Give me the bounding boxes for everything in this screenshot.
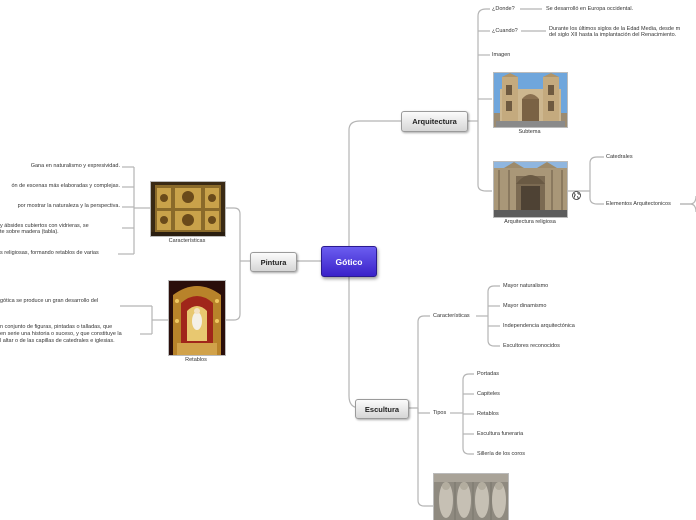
tipo-retablos[interactable]: Retablos <box>477 411 499 417</box>
escultura-image[interactable] <box>433 473 509 520</box>
retablos-item-2-line2: en serie una historia o suceso, y que co… <box>0 331 122 337</box>
escultura-caract-1[interactable]: Mayor naturalismo <box>503 283 549 289</box>
retablos-item-2-line1[interactable]: n conjunto de figuras, pintadas o tallad… <box>0 324 113 330</box>
retablos-item-1[interactable]: gótica se produce un gran desarrollo del <box>0 298 99 304</box>
pintura-caracteristicas-caption: Características <box>168 238 206 244</box>
pintura-item-1[interactable]: Gana en naturalismo y expresividad. <box>30 163 120 169</box>
pintura-caracteristicas-image[interactable] <box>150 181 226 237</box>
tipo-silleria-coros[interactable]: Sillería de los coros <box>477 451 525 457</box>
subtema-cathedral-image[interactable] <box>493 72 568 128</box>
tipo-capiteles[interactable]: Capiteles <box>477 391 500 397</box>
subtema-caption: Subtema <box>518 129 541 135</box>
central-topic-gotico[interactable]: Gótico <box>321 246 377 277</box>
topic-arquitectura[interactable]: Arquitectura <box>401 111 468 132</box>
escultura-tipos-label[interactable]: Tipos <box>433 410 447 416</box>
escultura-caract-4[interactable]: Escultores reconocidos <box>503 343 560 349</box>
elementos-arquitectonicos-label[interactable]: Elementos Arquitectonicos <box>606 201 671 207</box>
cuando-label[interactable]: ¿Cuando? <box>492 28 518 34</box>
tipo-portadas[interactable]: Portadas <box>477 371 500 377</box>
topic-pintura[interactable]: Pintura <box>250 252 297 272</box>
topic-escultura[interactable]: Escultura <box>355 399 409 419</box>
arquitectura-religiosa-caption: Arquitectura religiosa <box>504 219 556 225</box>
tipo-escultura-funeraria[interactable]: Escultura funeraria <box>477 431 524 437</box>
globe-icon[interactable] <box>572 187 581 200</box>
pintura-item-3[interactable]: por mostrar la naturaleza y la perspecti… <box>17 203 120 209</box>
escultura-caract-2[interactable]: Mayor dinamismo <box>503 303 547 309</box>
pintura-item-5[interactable]: s religiosas, formando retablos de varia… <box>0 250 99 256</box>
cuando-text-line2: del siglo XII hasta la implantación del … <box>549 32 677 38</box>
imagen-label[interactable]: Imagen <box>492 52 511 58</box>
pintura-item-4-line1[interactable]: y ábsides cubiertos con vidrieras, se <box>0 223 89 229</box>
cuando-text-line1[interactable]: Durante los últimos siglos de la Edad Me… <box>549 26 681 32</box>
escultura-caract-3[interactable]: Independencia arquitectónica <box>503 323 575 329</box>
pintura-item-2[interactable]: ón de escenas más elaboradas y complejas… <box>11 183 120 189</box>
pintura-item-4-line2: te sobre madera (tabla). <box>0 229 59 235</box>
retablos-caption: Retablos <box>185 357 207 363</box>
donde-text[interactable]: Se desarrolló en Europa occidental. <box>546 6 634 12</box>
arquitectura-religiosa-image[interactable] <box>493 161 568 218</box>
escultura-caracteristicas-label[interactable]: Características <box>433 313 470 319</box>
catedrales-label[interactable]: Catedrales <box>606 154 633 160</box>
donde-label[interactable]: ¿Donde? <box>492 6 515 12</box>
retablos-item-2-line3: l altar o de las capillas de catedrales … <box>0 338 115 344</box>
retablos-image[interactable] <box>168 280 226 356</box>
